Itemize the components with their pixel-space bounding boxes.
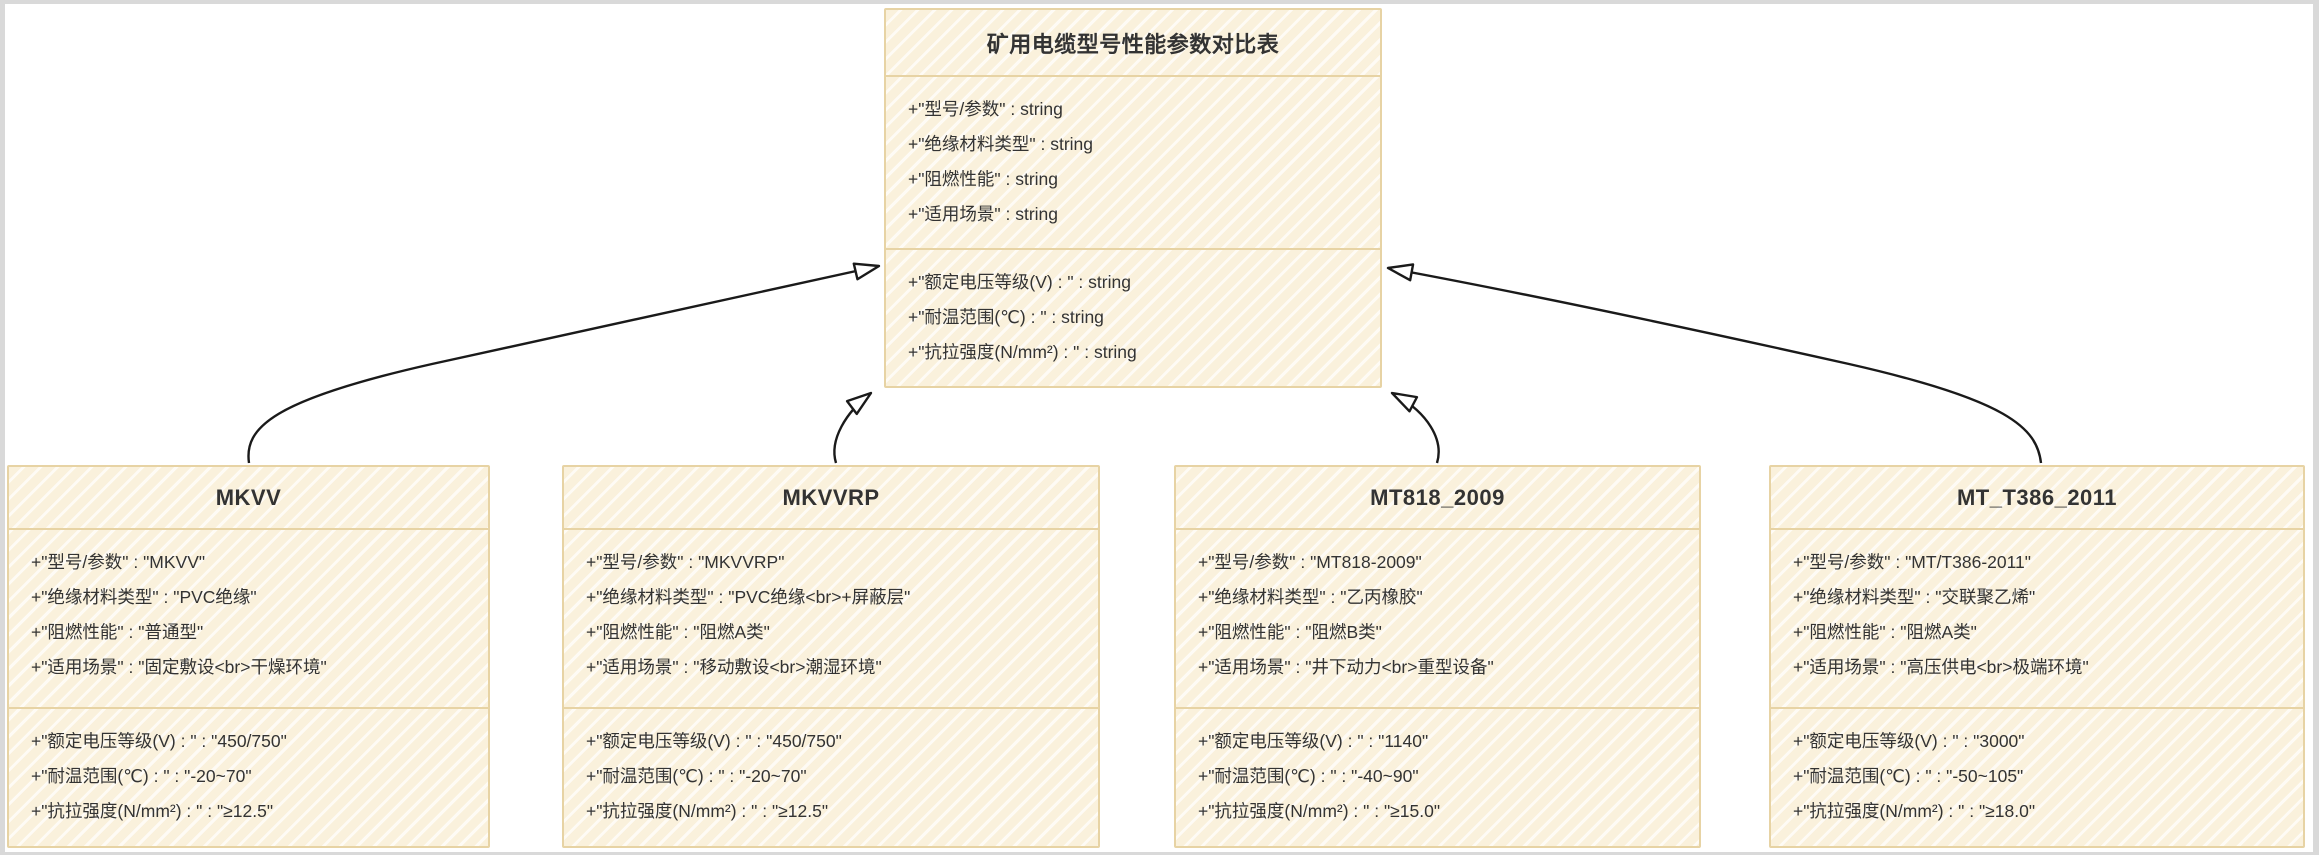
class-fields-section: +"型号/参数" : "MT/T386-2011" +"绝缘材料类型" : "交… <box>1771 530 2303 707</box>
attribute-row: +"型号/参数" : "MT/T386-2011" <box>1793 552 2031 572</box>
attribute-row: +"抗拉强度(N/mm²) : " : "≥18.0" <box>1793 801 2036 821</box>
attribute-row: +"绝缘材料类型" : "PVC绝缘" <box>31 587 257 607</box>
attribute-row: +"抗拉强度(N/mm²) : " : "≥12.5" <box>586 801 829 821</box>
edge-mkvv-to-parent <box>247 262 881 464</box>
attribute-row: +"阻燃性能" : "阻燃A类" <box>586 622 770 642</box>
attribute-row: +"抗拉强度(N/mm²) : " : string <box>908 342 1137 362</box>
attribute-row: +"型号/参数" : "MT818-2009" <box>1198 552 1422 572</box>
class-title: MKVV <box>9 467 488 530</box>
class-node-mkvvrp: MKVVRP +"型号/参数" : "MKVVRP" +"绝缘材料类型" : "… <box>562 465 1100 848</box>
class-fields-section: +"型号/参数" : "MT818-2009" +"绝缘材料类型" : "乙丙橡… <box>1176 530 1699 707</box>
class-params-section: +"额定电压等级(V) : " : "1140" +"耐温范围(℃) : " :… <box>1176 707 1699 846</box>
attribute-row: +"额定电压等级(V) : " : "1140" <box>1198 731 1429 751</box>
class-node-mt818-2009: MT818_2009 +"型号/参数" : "MT818-2009" +"绝缘材… <box>1174 465 1701 848</box>
attribute-row: +"绝缘材料类型" : string <box>908 134 1094 154</box>
class-node-mt-t386-2011: MT_T386_2011 +"型号/参数" : "MT/T386-2011" +… <box>1769 465 2305 848</box>
attribute-row: +"适用场景" : string <box>908 204 1059 224</box>
class-title: MKVVRP <box>564 467 1098 530</box>
attribute-row: +"阻燃性能" : "阻燃A类" <box>1793 622 1977 642</box>
attribute-row: +"绝缘材料类型" : "交联聚乙烯" <box>1793 587 2036 607</box>
class-fields-section: +"型号/参数" : "MKVVRP" +"绝缘材料类型" : "PVC绝缘<b… <box>564 530 1098 707</box>
edge-mt818-to-parent <box>1390 391 1440 464</box>
class-params-section: +"额定电压等级(V) : " : "450/750" +"耐温范围(℃) : … <box>9 707 488 846</box>
attribute-row: +"耐温范围(℃) : " : "-20~70" <box>31 766 252 786</box>
diagram-canvas: 矿用电缆型号性能参数对比表 +"型号/参数" : string +"绝缘材料类型… <box>5 4 2313 852</box>
attribute-row: +"适用场景" : "井下动力<br>重型设备" <box>1198 657 1494 677</box>
class-fields-section: +"型号/参数" : "MKVV" +"绝缘材料类型" : "PVC绝缘" +"… <box>9 530 488 707</box>
attribute-row: +"耐温范围(℃) : " : string <box>908 307 1104 327</box>
edge-mtt386-to-parent <box>1386 263 2043 464</box>
attribute-row: +"阻燃性能" : string <box>908 169 1059 189</box>
class-params-section: +"额定电压等级(V) : " : string +"耐温范围(℃) : " :… <box>886 248 1380 386</box>
attribute-row: +"型号/参数" : "MKVVRP" <box>586 552 785 572</box>
attribute-row: +"额定电压等级(V) : " : "3000" <box>1793 731 2025 751</box>
attribute-row: +"耐温范围(℃) : " : "-50~105" <box>1793 766 2024 786</box>
attribute-row: +"耐温范围(℃) : " : "-40~90" <box>1198 766 1419 786</box>
class-node-parent: 矿用电缆型号性能参数对比表 +"型号/参数" : string +"绝缘材料类型… <box>884 8 1382 388</box>
attribute-row: +"耐温范围(℃) : " : "-20~70" <box>586 766 807 786</box>
attribute-row: +"抗拉强度(N/mm²) : " : "≥15.0" <box>1198 801 1441 821</box>
attribute-row: +"适用场景" : "高压供电<br>极端环境" <box>1793 657 2089 677</box>
class-params-section: +"额定电压等级(V) : " : "3000" +"耐温范围(℃) : " :… <box>1771 707 2303 846</box>
class-title: 矿用电缆型号性能参数对比表 <box>886 10 1380 77</box>
attribute-row: +"额定电压等级(V) : " : "450/750" <box>31 731 287 751</box>
attribute-row: +"适用场景" : "移动敷设<br>潮湿环境" <box>586 657 882 677</box>
attribute-row: +"适用场景" : "固定敷设<br>干燥环境" <box>31 657 327 677</box>
class-fields-section: +"型号/参数" : string +"绝缘材料类型" : string +"阻… <box>886 77 1380 248</box>
attribute-row: +"抗拉强度(N/mm²) : " : "≥12.5" <box>31 801 274 821</box>
attribute-row: +"型号/参数" : string <box>908 99 1063 119</box>
attribute-row: +"型号/参数" : "MKVV" <box>31 552 206 572</box>
class-node-mkvv: MKVV +"型号/参数" : "MKVV" +"绝缘材料类型" : "PVC绝… <box>7 465 490 848</box>
class-params-section: +"额定电压等级(V) : " : "450/750" +"耐温范围(℃) : … <box>564 707 1098 846</box>
class-title: MT_T386_2011 <box>1771 467 2303 530</box>
edge-mkvvrp-to-parent <box>833 391 873 464</box>
attribute-row: +"绝缘材料类型" : "PVC绝缘<br>+屏蔽层" <box>586 587 911 607</box>
attribute-row: +"额定电压等级(V) : " : string <box>908 272 1131 292</box>
attribute-row: +"阻燃性能" : "阻燃B类" <box>1198 622 1382 642</box>
attribute-row: +"阻燃性能" : "普通型" <box>31 622 204 642</box>
class-title: MT818_2009 <box>1176 467 1699 530</box>
attribute-row: +"绝缘材料类型" : "乙丙橡胶" <box>1198 587 1423 607</box>
attribute-row: +"额定电压等级(V) : " : "450/750" <box>586 731 842 751</box>
